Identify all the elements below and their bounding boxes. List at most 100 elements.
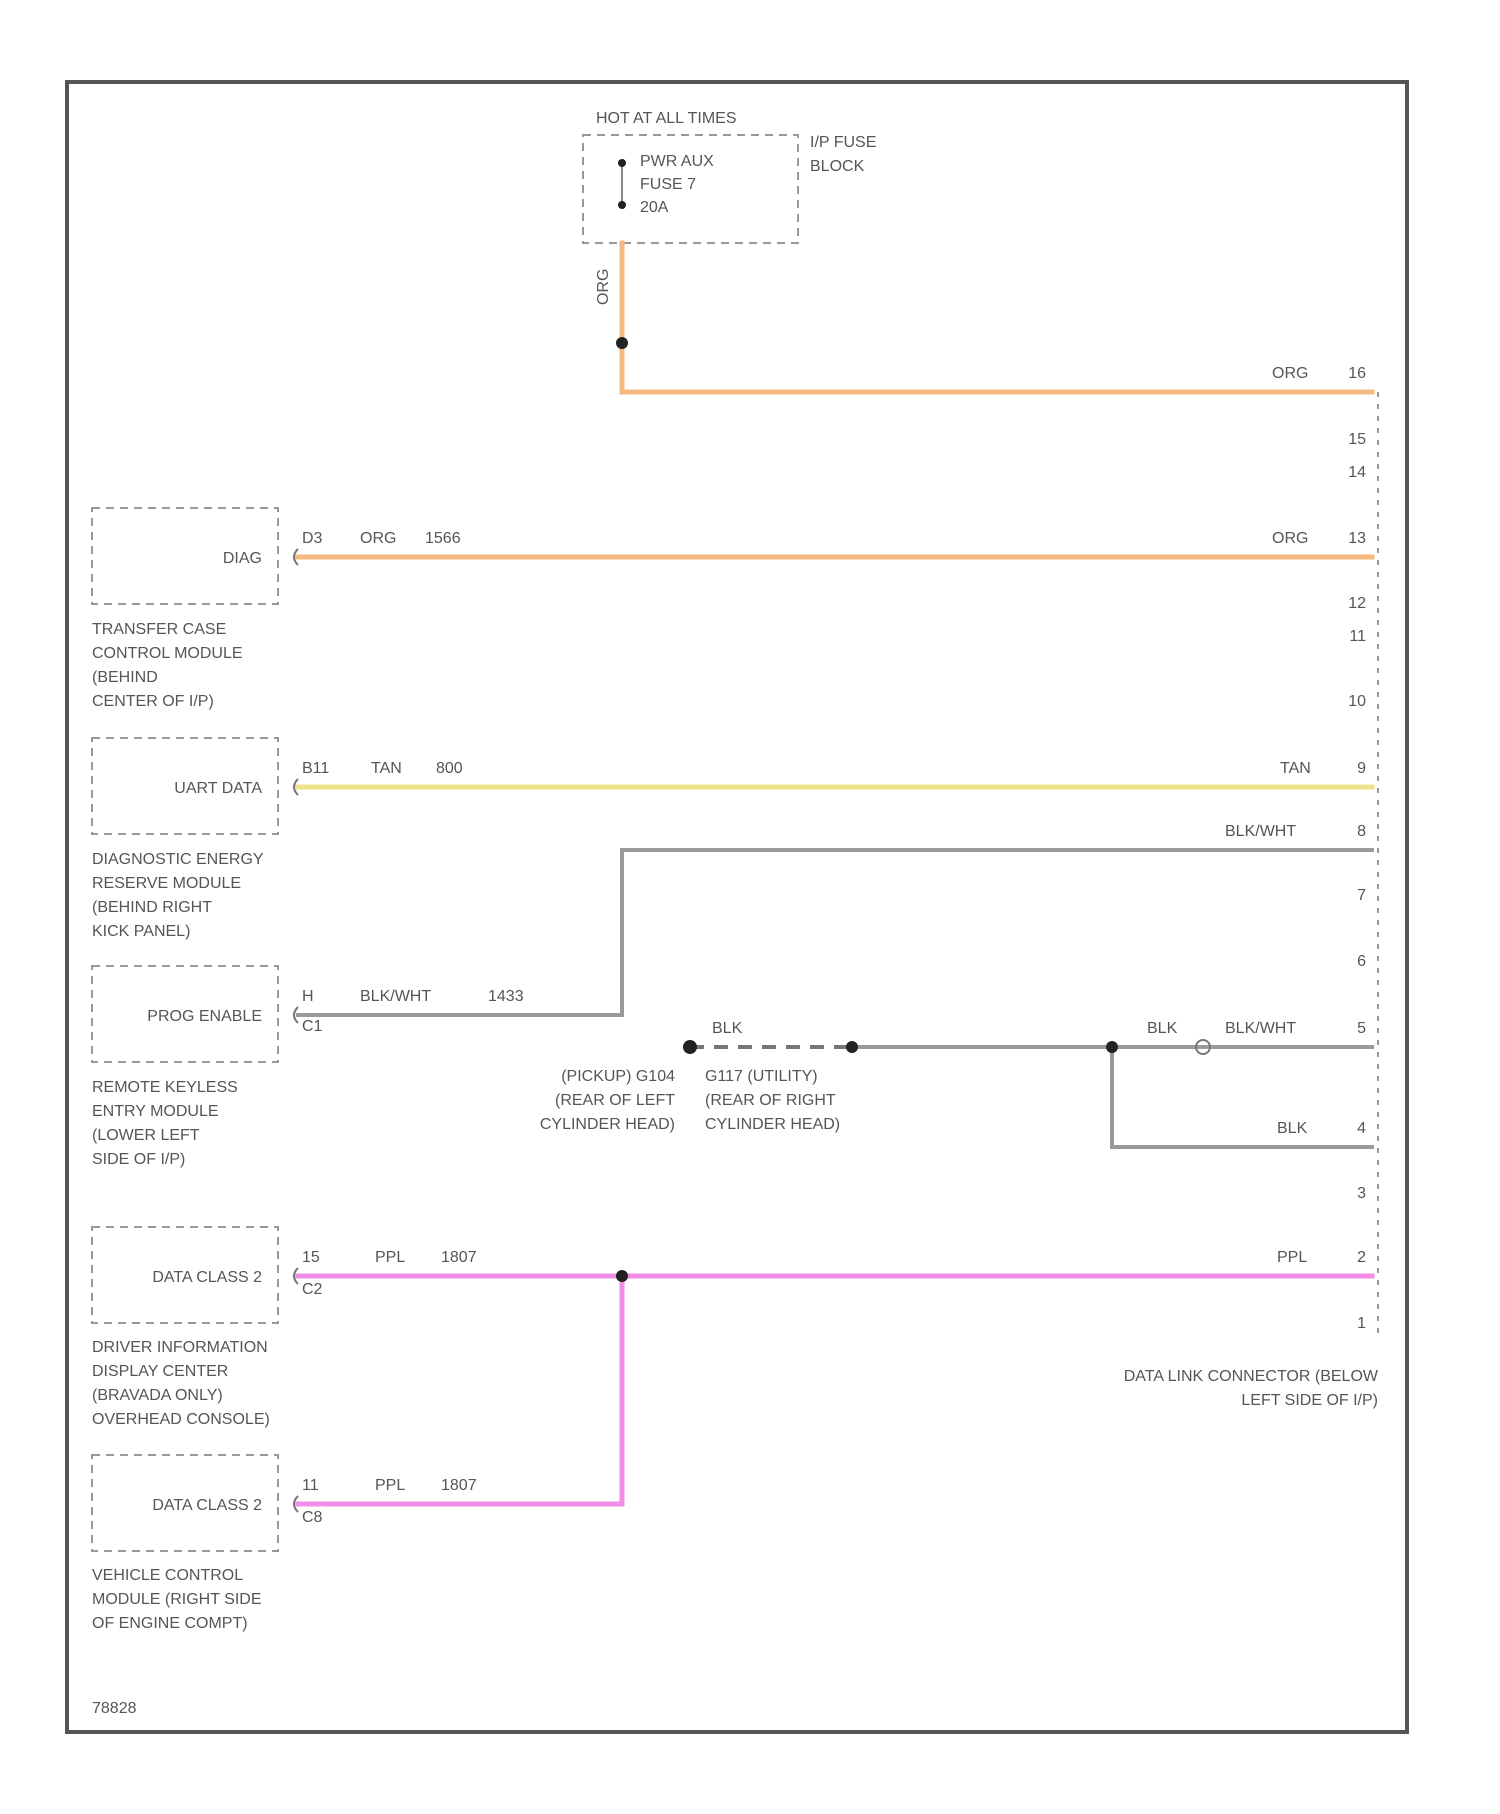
module-transfer-case: DIAG TRANSFER CASE CONTROL MODULE (BEHIN…: [92, 508, 298, 710]
pin-2: 2: [1357, 1249, 1366, 1266]
ground-right-color-2: BLK/WHT: [1225, 1020, 1296, 1037]
splice-ground: [1106, 1041, 1118, 1053]
dic-name-4: OVERHEAD CONSOLE): [92, 1411, 270, 1428]
tccm-box-label: DIAG: [223, 550, 262, 567]
uart-circuit-number: 800: [436, 760, 463, 777]
tccm-name-4: CENTER OF I/P): [92, 693, 214, 710]
wire-prog-enable: [298, 850, 1372, 1015]
fuse-block-name-2: BLOCK: [810, 158, 865, 175]
prog-wire-color: BLK/WHT: [360, 988, 431, 1005]
pin6-right-color: BLK/WHT: [1225, 823, 1296, 840]
pin-1: 1: [1357, 1315, 1366, 1332]
dic-name-3: (BRAVADA ONLY): [92, 1387, 223, 1404]
uart-pin-label: B11: [302, 760, 329, 777]
dic-name-2: DISPLAY CENTER: [92, 1363, 228, 1380]
uart-right-color: TAN: [1280, 760, 1311, 777]
pin-12: 12: [1348, 595, 1366, 612]
fuse-wire-color-label: ORG: [595, 269, 612, 305]
ground-g104: [683, 1040, 697, 1054]
pin-6: 6: [1357, 953, 1366, 970]
splice-fuse: [616, 337, 628, 349]
connector-name-2: LEFT SIDE OF I/P): [1241, 1392, 1378, 1409]
derm-name-2: RESERVE MODULE: [92, 875, 241, 892]
fuse-block-name: I/P FUSE: [810, 134, 876, 151]
rke-box-label: PROG ENABLE: [147, 1008, 262, 1025]
wire-class2-vcm: [298, 1276, 622, 1504]
dic-box-label: DATA CLASS 2: [152, 1269, 262, 1286]
derm-name-1: DIAGNOSTIC ENERGY: [92, 851, 264, 868]
vcm-name-1: VEHICLE CONTROL: [92, 1567, 243, 1584]
class2b-sub-label: C8: [302, 1509, 323, 1526]
tccm-name-2: CONTROL MODULE: [92, 645, 243, 662]
module-vcm: DATA CLASS 2 VEHICLE CONTROL MODULE (RIG…: [92, 1455, 298, 1632]
rke-name-1: REMOTE KEYLESS: [92, 1079, 238, 1096]
fuse-hot-label: HOT AT ALL TIMES: [596, 110, 737, 127]
class2b-pin-label: 11: [302, 1477, 319, 1494]
connector-name-1: DATA LINK CONNECTOR (BELOW: [1124, 1368, 1379, 1385]
ground-g117: [846, 1041, 858, 1053]
g104-label-1: (PICKUP) G104: [561, 1068, 675, 1085]
pin-7: 7: [1357, 887, 1366, 904]
fuse-terminal-bottom: [618, 201, 626, 209]
wire-pin16-orange: [622, 243, 1372, 392]
fuse-rating: 20A: [640, 199, 669, 216]
g104-label-3: CYLINDER HEAD): [540, 1116, 675, 1133]
module-derm: UART DATA DIAGNOSTIC ENERGY RESERVE MODU…: [92, 738, 298, 940]
fuse-terminal-top: [618, 159, 626, 167]
pin-9: 9: [1357, 760, 1366, 777]
g117-label-1: G117 (UTILITY): [705, 1068, 818, 1085]
class2b-circuit-number: 1807: [441, 1477, 477, 1494]
pin-4: 4: [1357, 1120, 1366, 1137]
class2a-pin-label: 15: [302, 1249, 320, 1266]
g117-label-2: (REAR OF RIGHT: [705, 1092, 836, 1109]
class2a-sub-label: C2: [302, 1281, 323, 1298]
tccm-name-3: (BEHIND: [92, 669, 158, 686]
uart-wire-color: TAN: [371, 760, 402, 777]
data-link-connector: 16 15 14 13 12 11 10 9 8 7 6 5 4 3 2 1 D…: [1124, 365, 1379, 1409]
derm-name-4: KICK PANEL): [92, 923, 190, 940]
pin-14: 14: [1348, 464, 1366, 481]
fuse-block: HOT AT ALL TIMES PWR AUX FUSE 7 20A I/P …: [583, 110, 876, 243]
rke-name-2: ENTRY MODULE: [92, 1103, 219, 1120]
module-dic: DATA CLASS 2 DRIVER INFORMATION DISPLAY …: [92, 1227, 298, 1428]
g117-label-3: CYLINDER HEAD): [705, 1116, 840, 1133]
wire-ground-pin4: [1112, 1047, 1372, 1147]
derm-name-3: (BEHIND RIGHT: [92, 899, 212, 916]
class2b-wire-color: PPL: [375, 1477, 405, 1494]
pin-13: 13: [1348, 530, 1366, 547]
prog-sub-label: C1: [302, 1018, 323, 1035]
class2a-right-color: PPL: [1277, 1249, 1307, 1266]
class2a-wire-color: PPL: [375, 1249, 405, 1266]
diag-right-color: ORG: [1272, 530, 1308, 547]
pin-15: 15: [1348, 431, 1366, 448]
diag-wire-color: ORG: [360, 530, 396, 547]
diag-pin-label: D3: [302, 530, 323, 547]
pin4-wire-color: BLK: [1277, 1120, 1308, 1137]
vcm-box-label: DATA CLASS 2: [152, 1497, 262, 1514]
pin-8: 8: [1357, 823, 1366, 840]
diagram-frame: [67, 82, 1407, 1732]
dic-name-1: DRIVER INFORMATION: [92, 1339, 268, 1356]
pin-16: 16: [1348, 365, 1366, 382]
tccm-name-1: TRANSFER CASE: [92, 621, 226, 638]
fuse-name: PWR AUX: [640, 153, 714, 170]
ground-right-color-1: BLK: [1147, 1020, 1178, 1037]
vcm-name-3: OF ENGINE COMPT): [92, 1615, 248, 1632]
pin-11: 11: [1349, 628, 1366, 645]
prog-pin-label: H: [302, 988, 314, 1005]
class2a-circuit-number: 1807: [441, 1249, 477, 1266]
pin16-wire-color: ORG: [1272, 365, 1308, 382]
ground-left-color: BLK: [712, 1020, 743, 1037]
derm-box-label: UART DATA: [174, 780, 262, 797]
vcm-name-2: MODULE (RIGHT SIDE: [92, 1591, 262, 1608]
figure-id: 78828: [92, 1700, 137, 1717]
prog-circuit-number: 1433: [488, 988, 524, 1005]
diag-circuit-number: 1566: [425, 530, 461, 547]
module-rke: PROG ENABLE REMOTE KEYLESS ENTRY MODULE …: [92, 966, 298, 1168]
splice-class2: [616, 1270, 628, 1282]
pin-3: 3: [1357, 1185, 1366, 1202]
g104-label-2: (REAR OF LEFT: [555, 1092, 675, 1109]
rke-name-3: (LOWER LEFT: [92, 1127, 200, 1144]
pin-10: 10: [1348, 693, 1366, 710]
